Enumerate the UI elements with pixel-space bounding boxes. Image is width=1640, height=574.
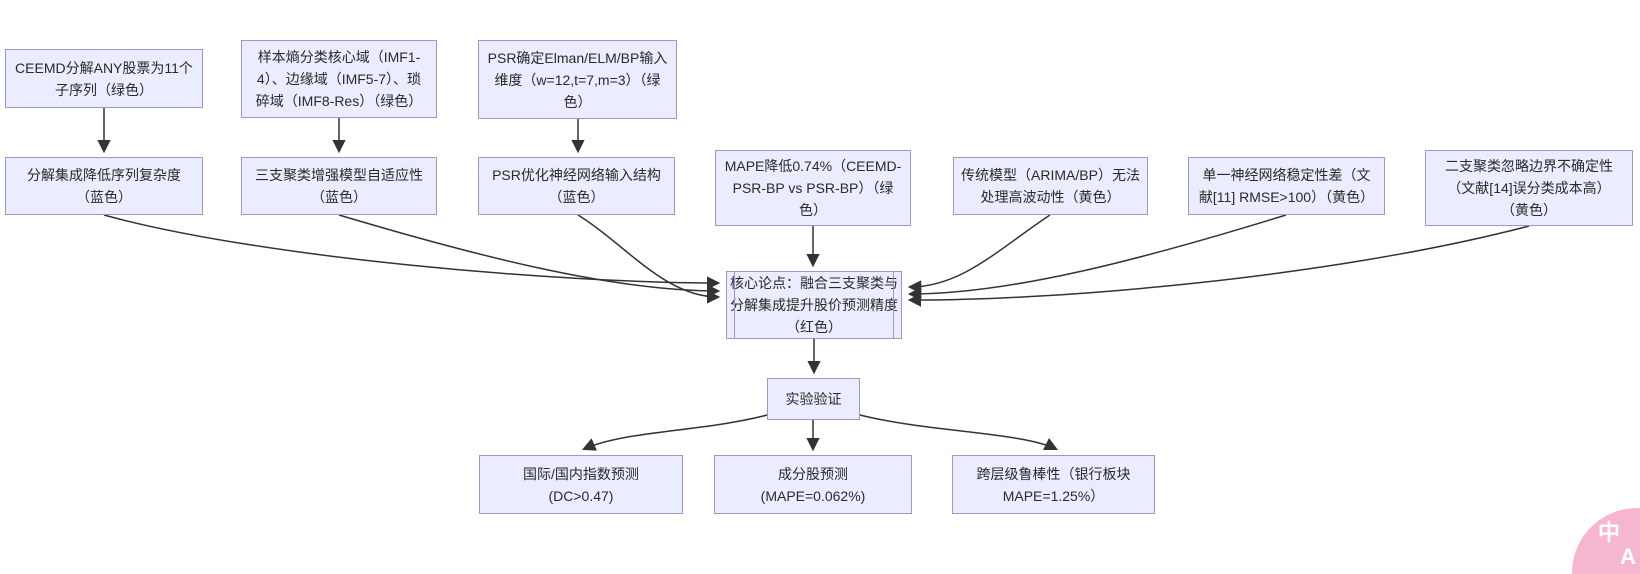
- node-label: 实验验证: [785, 391, 842, 407]
- edge-b4-core: [103, 214, 721, 290]
- edge-b8-core: [907, 214, 1051, 294]
- node-label: 样本熵分类核心域（IMF1- 4）、边缘域（IMF5-7）、琐 碎域（IMF8-…: [255, 49, 423, 109]
- node-psr-input-dimension: PSR确定Elman/ELM/BP输入 维度（w=12,t=7,m=3）（绿 色…: [478, 40, 677, 119]
- edge-exp-v1: [581, 413, 772, 451]
- node-label: 核心论点：融合三支聚类与 分解集成提升股价预测精度 （红色）: [730, 275, 898, 335]
- node-label: PSR确定Elman/ELM/BP输入 维度（w=12,t=7,m=3）（绿 色…: [487, 49, 668, 110]
- node-label: 分解集成降低序列复杂度 （蓝色）: [27, 167, 181, 205]
- node-mape-reduction: MAPE降低0.74%（CEEMD- PSR-BP vs PSR-BP）（绿 色…: [715, 150, 911, 226]
- node-constituent-stock-prediction: 成分股预测 (MAPE=0.062%): [714, 455, 912, 514]
- node-experimental-validation: 实验验证: [767, 378, 860, 420]
- edge-exp-v3: [855, 413, 1059, 451]
- node-three-way-clustering-adaptivity: 三支聚类增强模型自适应性 （蓝色）: [241, 157, 437, 215]
- node-psr-optimizes-input-structure: PSR优化神经网络输入结构 （蓝色）: [478, 157, 675, 215]
- edge-b9-core: [907, 214, 1287, 301]
- translate-badge-button[interactable]: 中 A: [1572, 508, 1640, 574]
- node-cross-level-robustness: 跨层级鲁棒性（银行板块 MAPE=1.25%）: [952, 455, 1155, 514]
- node-label: CEEMD分解ANY股票为11个 子序列（绿色）: [15, 59, 193, 98]
- node-decomposition-reduces-complexity: 分解集成降低序列复杂度 （蓝色）: [5, 157, 203, 215]
- node-ceemd-decomposition: CEEMD分解ANY股票为11个 子序列（绿色）: [5, 49, 203, 108]
- edge-b6-core: [577, 214, 721, 304]
- translate-chinese-glyph: 中: [1598, 520, 1621, 545]
- node-label: PSR优化神经网络输入结构 （蓝色）: [492, 167, 661, 205]
- node-two-way-clustering-limitation: 二支聚类忽略边界不确定性 （文献[14]误分类成本高） （黄色）: [1425, 150, 1633, 226]
- node-index-prediction: 国际/国内指数预测 (DC>0.47): [479, 455, 683, 514]
- node-traditional-model-limitation: 传统模型（ARIMA/BP）无法 处理高波动性（黄色）: [953, 157, 1148, 215]
- node-label: 国际/国内指数预测 (DC>0.47): [523, 465, 639, 504]
- node-single-network-instability: 单一神经网络稳定性差（文 献[11] RMSE>100）（黄色）: [1188, 157, 1385, 215]
- node-label: 二支聚类忽略边界不确定性 （文献[14]误分类成本高） （黄色）: [1445, 158, 1613, 218]
- node-label: 单一神经网络稳定性差（文 献[11] RMSE>100）（黄色）: [1198, 167, 1375, 205]
- edge-b10-core: [907, 225, 1530, 307]
- edge-b5-core: [338, 214, 721, 298]
- node-label: 成分股预测 (MAPE=0.062%): [760, 465, 866, 504]
- node-label: MAPE降低0.74%（CEEMD- PSR-BP vs PSR-BP）（绿 色…: [724, 158, 902, 218]
- node-core-thesis: 核心论点：融合三支聚类与 分解集成提升股价预测精度 （红色）: [726, 271, 902, 339]
- node-label: 跨层级鲁棒性（银行板块 MAPE=1.25%）: [976, 465, 1131, 504]
- node-label: 三支聚类增强模型自适应性 （蓝色）: [255, 167, 423, 205]
- node-label: 传统模型（ARIMA/BP）无法 处理高波动性（黄色）: [961, 167, 1140, 205]
- translate-latin-glyph: A: [1620, 544, 1636, 569]
- node-sample-entropy-classification: 样本熵分类核心域（IMF1- 4）、边缘域（IMF5-7）、琐 碎域（IMF8-…: [241, 40, 437, 118]
